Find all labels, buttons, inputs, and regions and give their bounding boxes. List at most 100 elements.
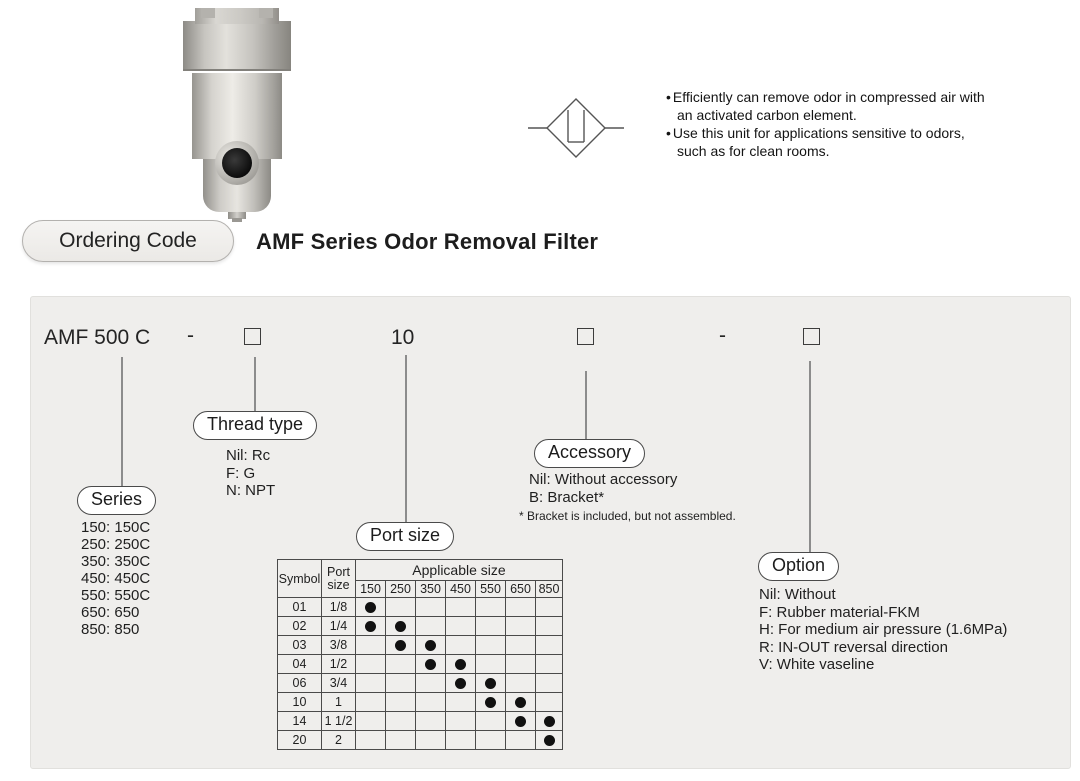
- port-table-port-cell: 1/4: [321, 616, 356, 636]
- port-table-applicable-cell: [445, 616, 476, 636]
- port-table-applicable-cell: [445, 654, 476, 674]
- dot-icon: [455, 677, 466, 689]
- port-table-applicable-cell: [505, 654, 536, 674]
- thread-type-box: [244, 328, 261, 345]
- port-table-applicable-cell: [415, 654, 446, 674]
- filter-symbol-icon: [528, 98, 624, 158]
- table-header-size: 250: [385, 580, 416, 598]
- dot-icon: [395, 620, 406, 632]
- option-option: V: White vaseline: [759, 656, 875, 673]
- port-table-port-cell: 1/2: [321, 654, 356, 674]
- port-table-applicable-cell: [355, 711, 386, 731]
- ordering-code-badge: Ordering Code: [22, 220, 234, 262]
- series-connector-line: [121, 357, 123, 487]
- port-table-applicable-cell: [535, 654, 563, 674]
- port-table-applicable-cell: [475, 692, 506, 712]
- port-table-applicable-cell: [415, 616, 446, 636]
- option-option: Nil: Without: [759, 586, 836, 603]
- product-cap: [183, 21, 291, 71]
- port-table-applicable-cell: [445, 692, 476, 712]
- port-table-applicable-cell: [385, 635, 416, 655]
- port-table-applicable-cell: [415, 597, 446, 617]
- port-table-symbol-cell: 06: [277, 673, 322, 693]
- code-dash-2: -: [719, 324, 726, 347]
- feature-bullet-line: Efficiently can remove odor in compresse…: [666, 88, 1022, 106]
- product-cap-top: [195, 8, 279, 24]
- port-table-symbol-cell: 02: [277, 616, 322, 636]
- dot-icon: [425, 658, 436, 670]
- port-table-applicable-cell: [385, 673, 416, 693]
- feature-bullet-line: Use this unit for applications sensitive…: [666, 124, 1022, 142]
- port-table-applicable-cell: [355, 597, 386, 617]
- dot-icon: [543, 734, 555, 746]
- port-table-applicable-cell: [535, 635, 563, 655]
- port-table-applicable-cell: [355, 654, 386, 674]
- page-title: AMF Series Odor Removal Filter: [256, 229, 599, 254]
- series-bubble: Series: [77, 486, 157, 515]
- port-table-port-cell: 1/8: [321, 597, 356, 617]
- port-table-applicable-cell: [505, 597, 536, 617]
- table-header-size: 350: [415, 580, 446, 598]
- table-header-port-size: Port size: [321, 559, 356, 598]
- port-table-applicable-cell: [505, 673, 536, 693]
- thread-type-option: F: G: [226, 464, 256, 482]
- code-base: AMF 500 C: [44, 326, 151, 349]
- feature-bullet-list: Efficiently can remove odor in compresse…: [666, 88, 1022, 160]
- port-table-applicable-cell: [415, 692, 446, 712]
- option-option: R: IN-OUT reversal direction: [759, 638, 948, 656]
- port-table-applicable-cell: [475, 616, 506, 636]
- accessory-box: [577, 328, 594, 345]
- dot-icon: [485, 677, 496, 689]
- accessory-option: Nil: Without accessory: [529, 471, 678, 488]
- port-table-applicable-cell: [415, 711, 446, 731]
- port-size-bubble: Port size: [356, 522, 455, 551]
- port-table-applicable-cell: [385, 616, 416, 636]
- dot-icon: [365, 620, 376, 632]
- port-table-applicable-cell: [355, 730, 386, 750]
- thread-type-option: Nil: Rc: [226, 447, 271, 464]
- option-connector-line: [809, 361, 811, 552]
- port-table-applicable-cell: [535, 711, 563, 731]
- port-table-applicable-cell: [475, 711, 506, 731]
- port-size-connector-line: [405, 355, 407, 522]
- product-port-hole: [222, 148, 252, 178]
- code-port-size: 10: [391, 326, 415, 349]
- port-table-symbol-cell: 14: [277, 711, 322, 731]
- port-table-applicable-cell: [385, 597, 416, 617]
- port-table-applicable-cell: [475, 654, 506, 674]
- port-table-applicable-cell: [505, 730, 536, 750]
- product-drain: [228, 212, 246, 219]
- port-table-applicable-cell: [445, 673, 476, 693]
- table-header-symbol: Symbol: [277, 559, 322, 598]
- dot-icon: [515, 715, 526, 727]
- port-table-applicable-cell: [505, 616, 536, 636]
- series-option: 550: 550C: [81, 587, 151, 604]
- port-table-applicable-cell: [535, 692, 563, 712]
- port-table-applicable-cell: [475, 673, 506, 693]
- port-table-applicable-cell: [475, 730, 506, 750]
- port-table-applicable-cell: [415, 635, 446, 655]
- dot-icon: [515, 696, 526, 708]
- dot-icon: [395, 639, 406, 651]
- code-dash-1: -: [187, 324, 194, 347]
- dot-icon: [455, 658, 466, 670]
- dot-icon: [365, 601, 376, 613]
- port-table-applicable-cell: [445, 730, 476, 750]
- port-table-applicable-cell: [355, 692, 386, 712]
- series-option: 350: 350C: [81, 553, 151, 570]
- port-table-port-cell: 1 1/2: [321, 711, 356, 731]
- table-header-size: 550: [475, 580, 506, 598]
- port-table-applicable-cell: [535, 597, 563, 617]
- accessory-note: * Bracket is included, but not assembled…: [519, 509, 736, 523]
- port-table-applicable-cell: [505, 692, 536, 712]
